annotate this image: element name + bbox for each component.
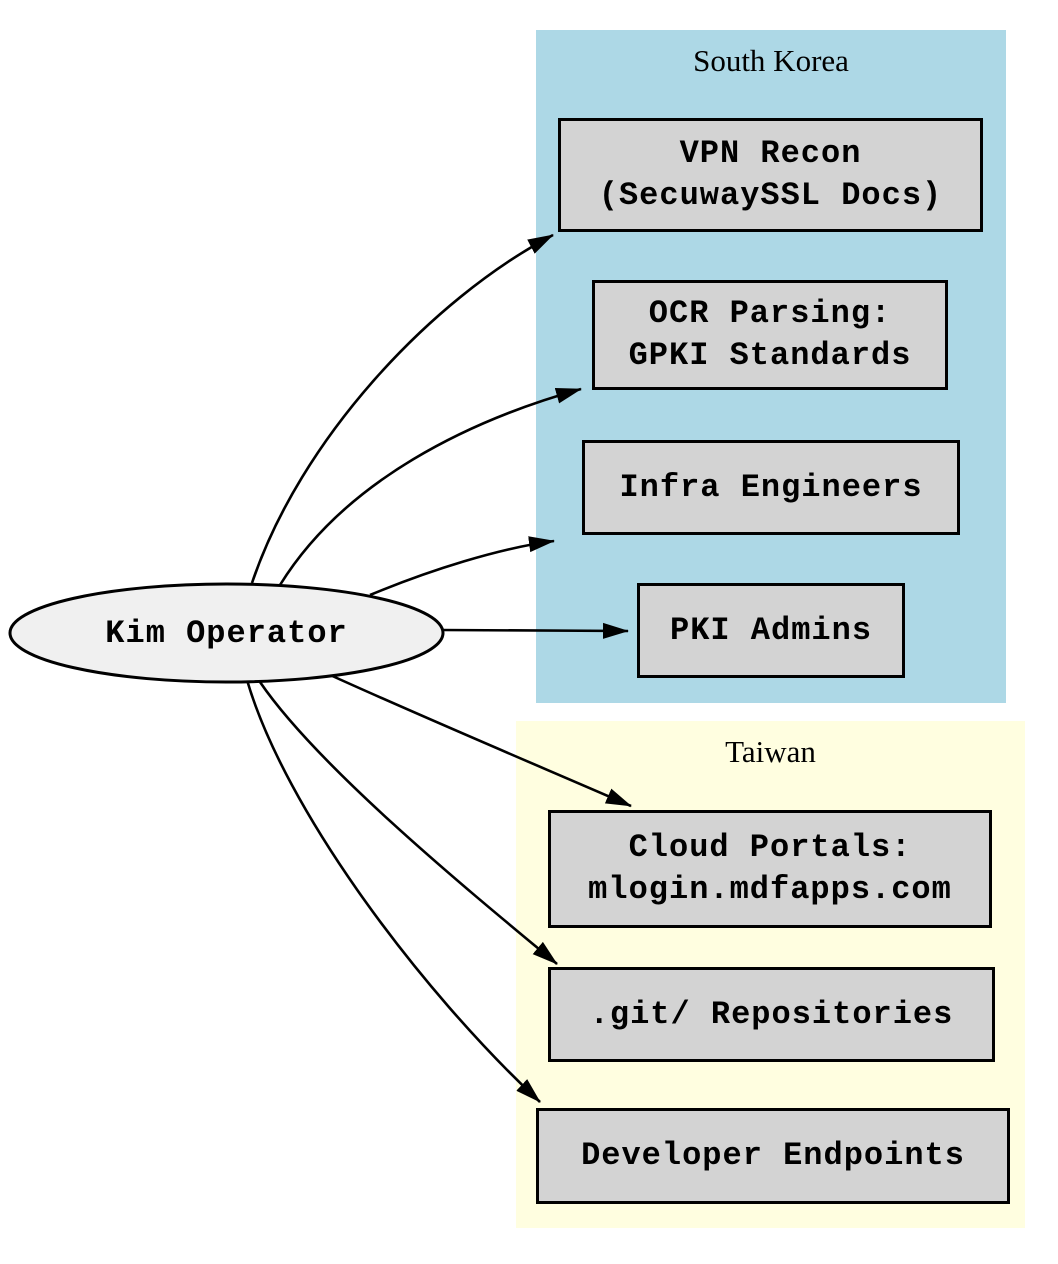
edge-kim-to-vpn-recon xyxy=(250,233,554,584)
cluster-taiwan-label: Taiwan xyxy=(725,734,816,769)
edge-kim-to-developer-endpoints xyxy=(245,679,541,1103)
edge-kim-to-cloud-portals xyxy=(327,672,632,808)
actor-kim-operator: Kim Operator xyxy=(105,614,348,652)
edge-kim-to-ocr-parsing xyxy=(278,387,582,586)
cluster-south-korea-label: South Korea xyxy=(693,43,849,78)
actor-ellipse xyxy=(8,582,445,684)
edge-kim-to-infra-engineers xyxy=(369,536,555,597)
edge-kim-to-git-repositories xyxy=(258,681,558,965)
edge-kim-to-pki-admins xyxy=(440,622,629,639)
